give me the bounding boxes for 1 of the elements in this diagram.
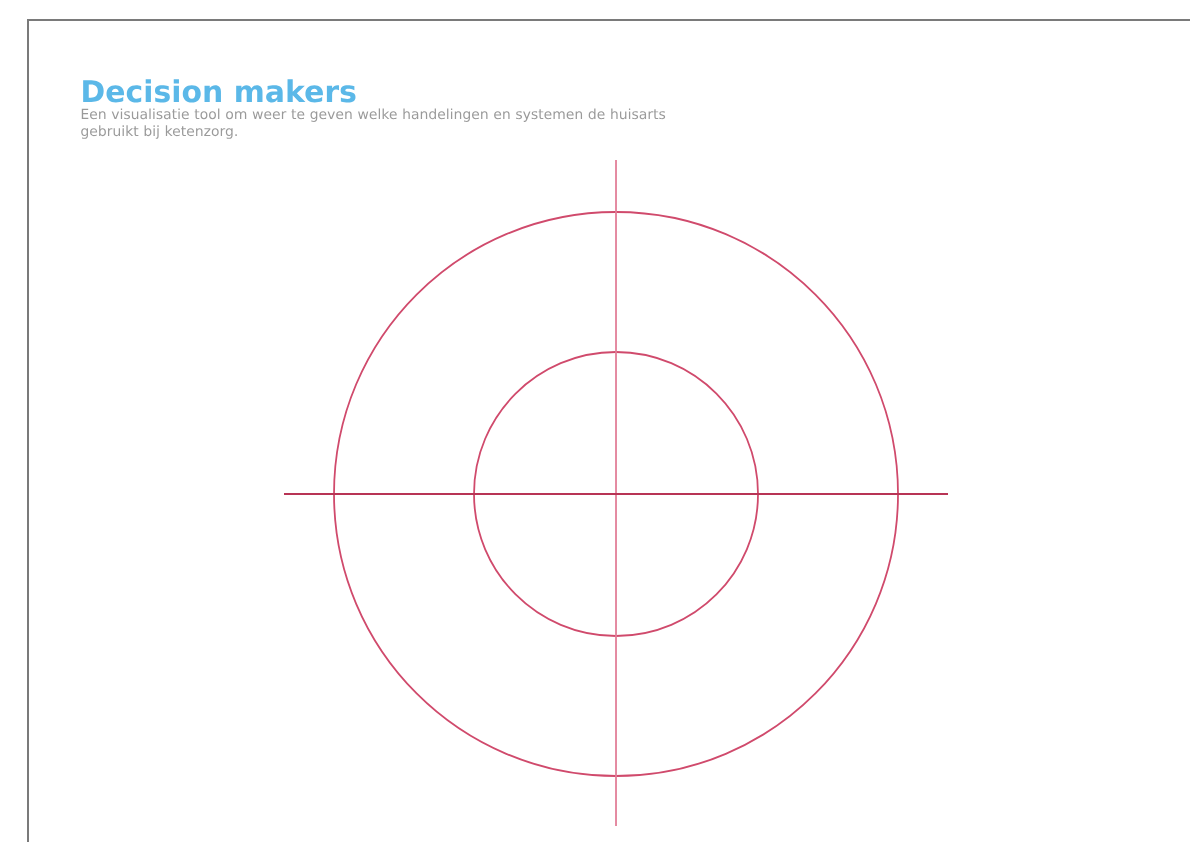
title: Decision makers — [83, 79, 356, 103]
